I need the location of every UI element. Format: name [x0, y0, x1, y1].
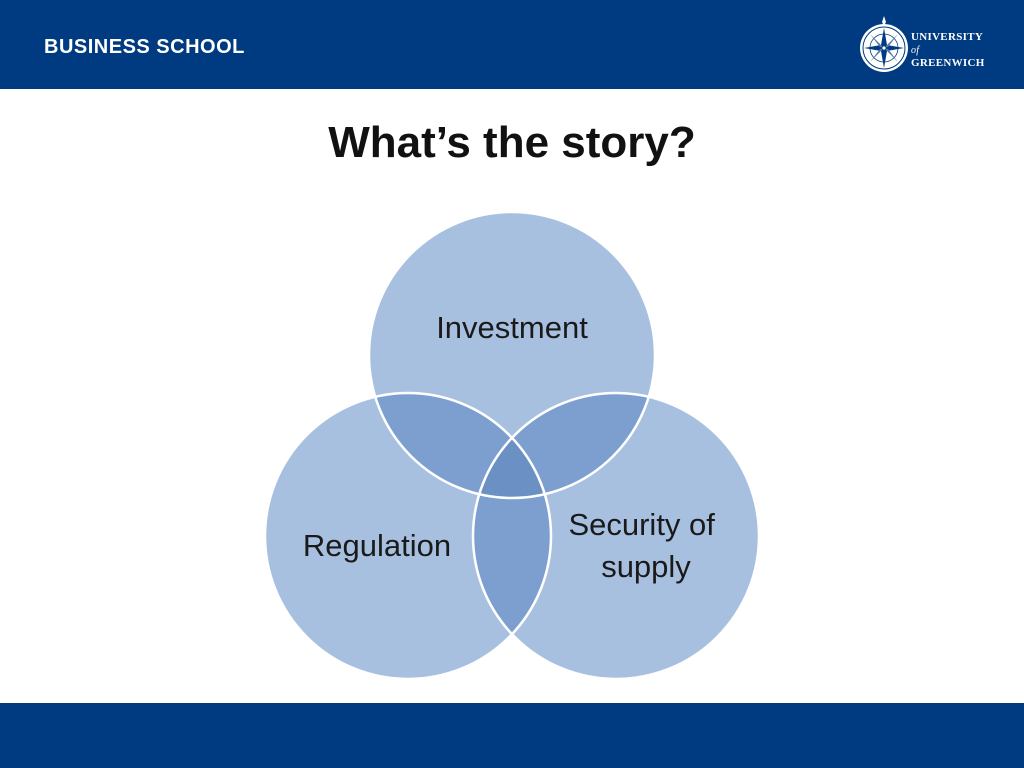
venn-label-security: Security of supply	[568, 507, 723, 584]
venn-label-security-line-2: supply	[601, 549, 691, 584]
venn-label-security-line-1: Security of	[568, 507, 715, 542]
venn-label-regulation: Regulation	[303, 528, 451, 563]
venn-label-regulation-line-1: Regulation	[303, 528, 451, 563]
compass-rose-icon	[860, 16, 908, 72]
logo-line-2: of	[911, 45, 920, 56]
header-bar: BUSINESS SCHOOL UNIVERSITY of GR	[0, 0, 1024, 89]
school-name: BUSINESS SCHOOL	[44, 36, 245, 58]
logo-wordmark: UNIVERSITY of GREENWICH	[911, 31, 985, 70]
overlap-investment-regulation	[369, 393, 551, 498]
footer-bar	[0, 703, 1024, 768]
venn-outline-regulation	[263, 391, 553, 681]
overlap-investment-security	[473, 393, 655, 498]
venn-outline-security	[471, 391, 761, 681]
venn-label-investment: Investment	[436, 310, 588, 345]
venn-outline-investment	[367, 210, 657, 500]
logo-line-1: UNIVERSITY	[911, 31, 984, 43]
page-title: What’s the story?	[328, 118, 696, 167]
venn-label-investment-line-1: Investment	[436, 310, 588, 345]
logo-line-3: GREENWICH	[911, 57, 985, 69]
university-logo: UNIVERSITY of GREENWICH	[858, 14, 998, 76]
